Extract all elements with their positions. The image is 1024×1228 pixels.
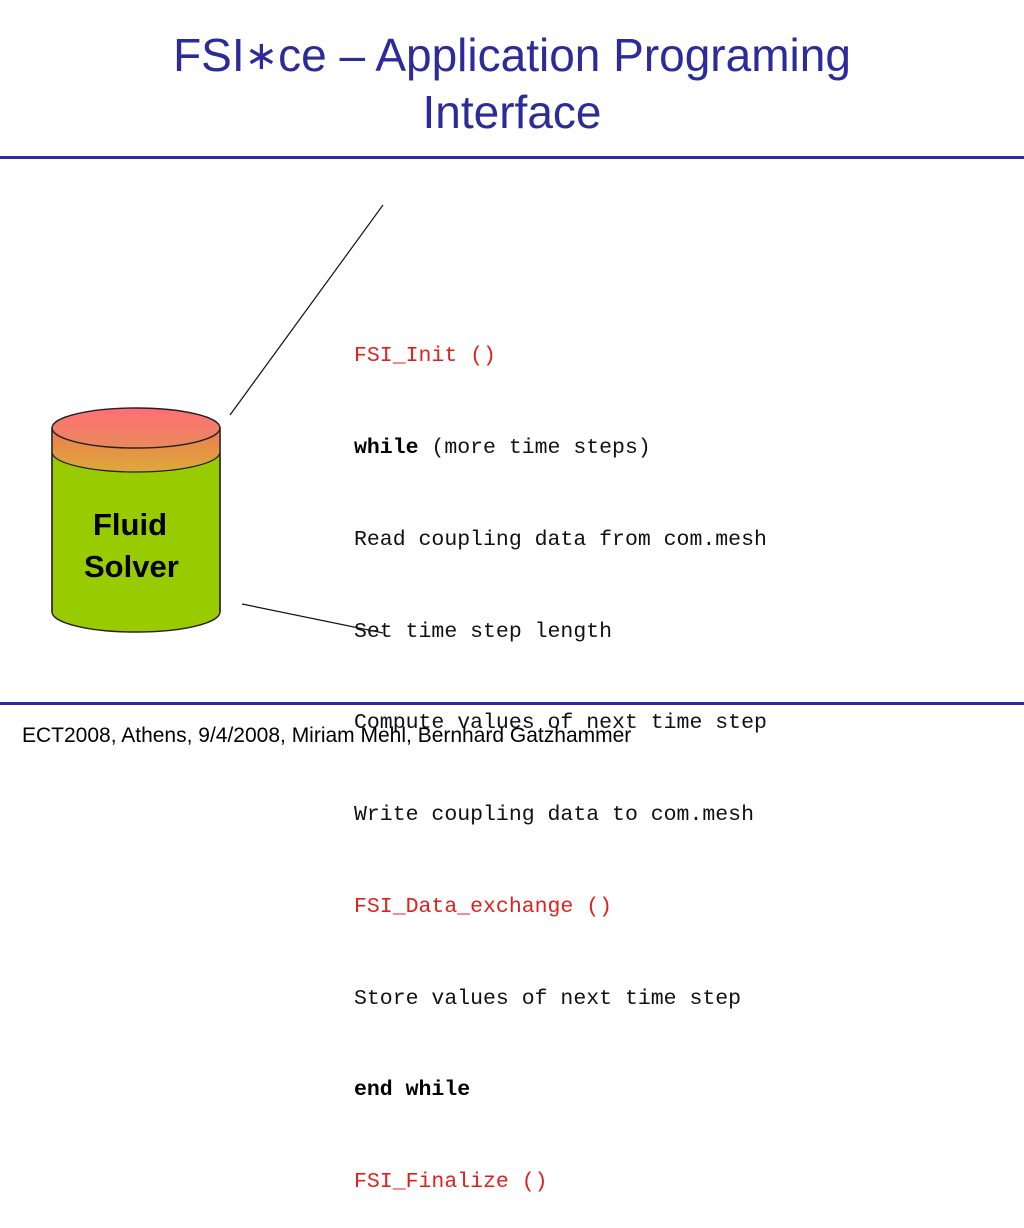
footer-divider — [0, 702, 1024, 705]
cylinder-label: Fluid Solver — [70, 504, 210, 588]
title-line-1: FSI∗ce – Application Programing — [0, 28, 1024, 85]
cylinder-band-edge — [51, 451, 221, 473]
title-prefix: FSI — [173, 29, 245, 81]
callout-line-lower — [241, 603, 384, 634]
callout-line-upper — [229, 204, 384, 416]
pseudocode-block: FSI_Init () while (more time steps) Read… — [354, 280, 767, 1228]
title-divider — [0, 156, 1024, 159]
code-line-while: while (more time steps) — [354, 433, 767, 464]
code-line-read: Read coupling data from com.mesh — [354, 527, 767, 552]
code-line-end-while: end while — [354, 1078, 471, 1103]
code-line-finalize: FSI_Finalize () — [354, 1170, 548, 1195]
title-suffix: ce – Application Programing — [278, 29, 851, 81]
cylinder-body — [51, 427, 221, 633]
cylinder-top — [51, 407, 221, 449]
cylinder-label-line-1: Fluid — [93, 507, 168, 542]
callout-lines — [229, 204, 384, 634]
code-line-data-exchange: FSI_Data_exchange () — [354, 894, 613, 919]
slide-title: FSI∗ce – Application Programing Interfac… — [0, 28, 1024, 139]
code-keyword-while: while — [354, 435, 419, 460]
slide-footer: ECT2008, Athens, 9/4/2008, Miriam Mehl, … — [22, 724, 632, 747]
code-while-condition: (more time steps) — [418, 435, 651, 460]
code-line-store: Store values of next time step — [354, 986, 742, 1011]
code-line-fsi-init: FSI_Init () — [354, 344, 496, 369]
title-star: ∗ — [244, 34, 279, 78]
fluid-solver-cylinder — [51, 407, 221, 633]
cylinder-label-line-2: Solver — [84, 549, 179, 584]
code-line-set-step: Set time step length — [354, 619, 613, 644]
title-line-2: Interface — [422, 86, 602, 138]
code-line-compute: Compute values of next time step — [354, 711, 767, 736]
code-line-write: Write coupling data to com.mesh — [354, 803, 754, 828]
